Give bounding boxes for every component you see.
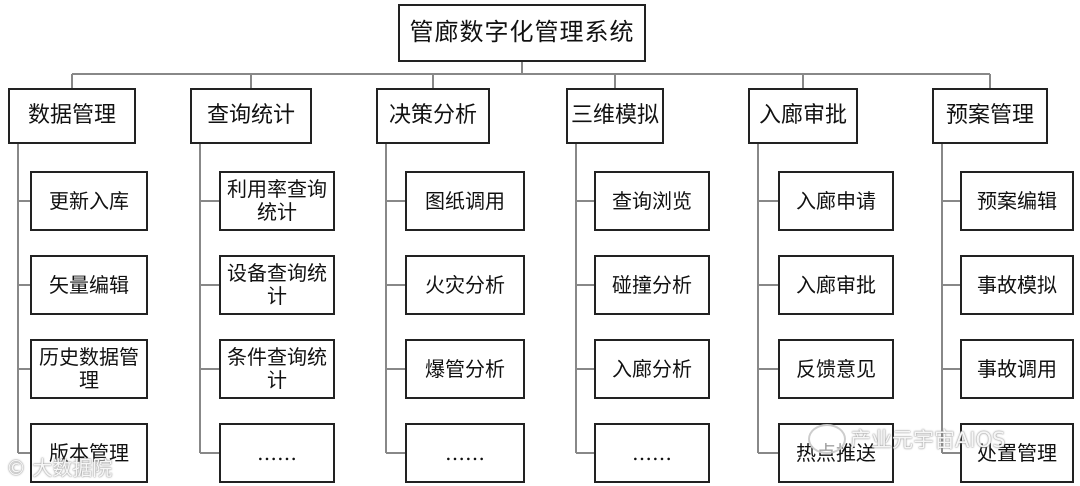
category-node: 查询统计 xyxy=(190,88,312,144)
leaf-node: 入廊申请 xyxy=(778,171,894,231)
category-node: 三维模拟 xyxy=(566,88,664,144)
leaf-node: 矢量编辑 xyxy=(30,255,148,315)
leaf-node: 条件查询统计 xyxy=(219,339,335,399)
leaf-node: 事故模拟 xyxy=(960,255,1074,315)
leaf-node: 利用率查询统计 xyxy=(219,171,335,231)
leaf-node: 事故调用 xyxy=(960,339,1074,399)
leaf-node: 火灾分析 xyxy=(405,255,525,315)
category-node: 决策分析 xyxy=(376,88,490,144)
leaf-node: 更新入库 xyxy=(30,171,148,231)
category-node: 预案管理 xyxy=(932,88,1048,144)
leaf-node: 图纸调用 xyxy=(405,171,525,231)
leaf-node: …… xyxy=(594,423,710,483)
category-node: 数据管理 xyxy=(8,88,136,144)
leaf-node: 历史数据管理 xyxy=(30,339,148,399)
leaf-node: 入廊分析 xyxy=(594,339,710,399)
leaf-node: 处置管理 xyxy=(960,423,1074,483)
leaf-node: 反馈意见 xyxy=(778,339,894,399)
leaf-node: 爆管分析 xyxy=(405,339,525,399)
wechat-icon xyxy=(808,424,846,454)
leaf-node: 设备查询统计 xyxy=(219,255,335,315)
leaf-node: 预案编辑 xyxy=(960,171,1074,231)
watermark-right: 产业元宇宙AIOS xyxy=(850,428,1006,452)
leaf-node: 查询浏览 xyxy=(594,171,710,231)
watermark-left: © 大数据院 xyxy=(6,456,113,480)
leaf-node: …… xyxy=(219,423,335,483)
root-node: 管廊数字化管理系统 xyxy=(398,4,646,62)
category-node: 入廊审批 xyxy=(748,88,858,144)
leaf-node: 碰撞分析 xyxy=(594,255,710,315)
leaf-node: …… xyxy=(405,423,525,483)
leaf-node: 入廊审批 xyxy=(778,255,894,315)
leaf-node: 版本管理 xyxy=(30,423,148,483)
